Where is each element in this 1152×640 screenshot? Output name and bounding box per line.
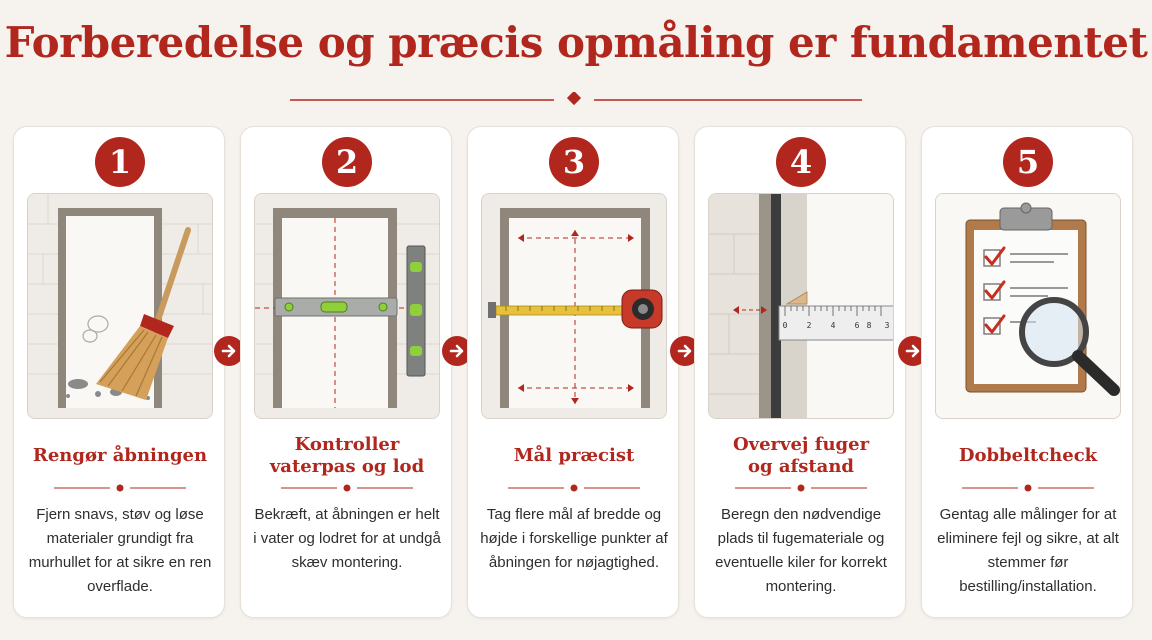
step-number-badge: 5	[1003, 137, 1053, 187]
ruler-digit: 4	[831, 321, 836, 330]
ruler-digit: 0	[783, 321, 788, 330]
ruler-digit: 8	[867, 321, 872, 330]
step-title: Rengør åbningen	[32, 445, 208, 466]
step-card-5: 5 Dobbeltcheck	[921, 126, 1133, 618]
step-number-badge: 2	[322, 137, 372, 187]
step-description: Fjern snavs, støv og løse materialer gru…	[28, 506, 212, 595]
title-divider	[290, 92, 862, 106]
broom-icon	[27, 193, 213, 419]
ruler-digit: 6	[855, 321, 860, 330]
step-card-3: 3 Mål præcist	[467, 126, 679, 618]
ruler-gap-icon: 0 2 4 6 8 3	[708, 193, 894, 419]
step-title: Kontroller vaterpas og lod	[269, 434, 425, 477]
arrow-right-icon	[214, 336, 244, 366]
step-title: Mål præcist	[513, 445, 635, 466]
page-title: Forberedelse og præcis opmåling er funda…	[4, 18, 1148, 67]
step-divider	[962, 484, 1094, 492]
step-divider	[735, 484, 867, 492]
step-number-badge: 4	[776, 137, 826, 187]
step-number-badge: 1	[95, 137, 145, 187]
step-card-1: 1	[13, 126, 225, 618]
step-description: Beregn den nødvendige plads til fugemate…	[715, 506, 887, 595]
step-description: Bekræft, at åbningen er helt i vater og …	[253, 506, 441, 571]
tape-measure-icon	[481, 193, 667, 419]
step-title: Overvej fuger og afstand	[732, 434, 870, 477]
clipboard-magnifier-icon	[935, 193, 1121, 419]
step-divider	[508, 484, 640, 492]
ruler-digit: 3	[885, 321, 890, 330]
step-number-badge: 3	[549, 137, 599, 187]
spirit-level-icon	[254, 193, 440, 419]
step-divider	[281, 484, 413, 492]
step-title: Dobbeltcheck	[958, 445, 1098, 466]
step-description: Tag flere mål af bredde og højde i forsk…	[480, 506, 668, 571]
step-description: Gentag alle målinger for at eliminere fe…	[937, 506, 1119, 595]
step-divider	[54, 484, 186, 492]
step-card-2: 2 Kontroller vaterpas og lod	[240, 126, 452, 618]
step-card-4: 4	[694, 126, 906, 618]
ruler-digit: 2	[807, 321, 812, 330]
